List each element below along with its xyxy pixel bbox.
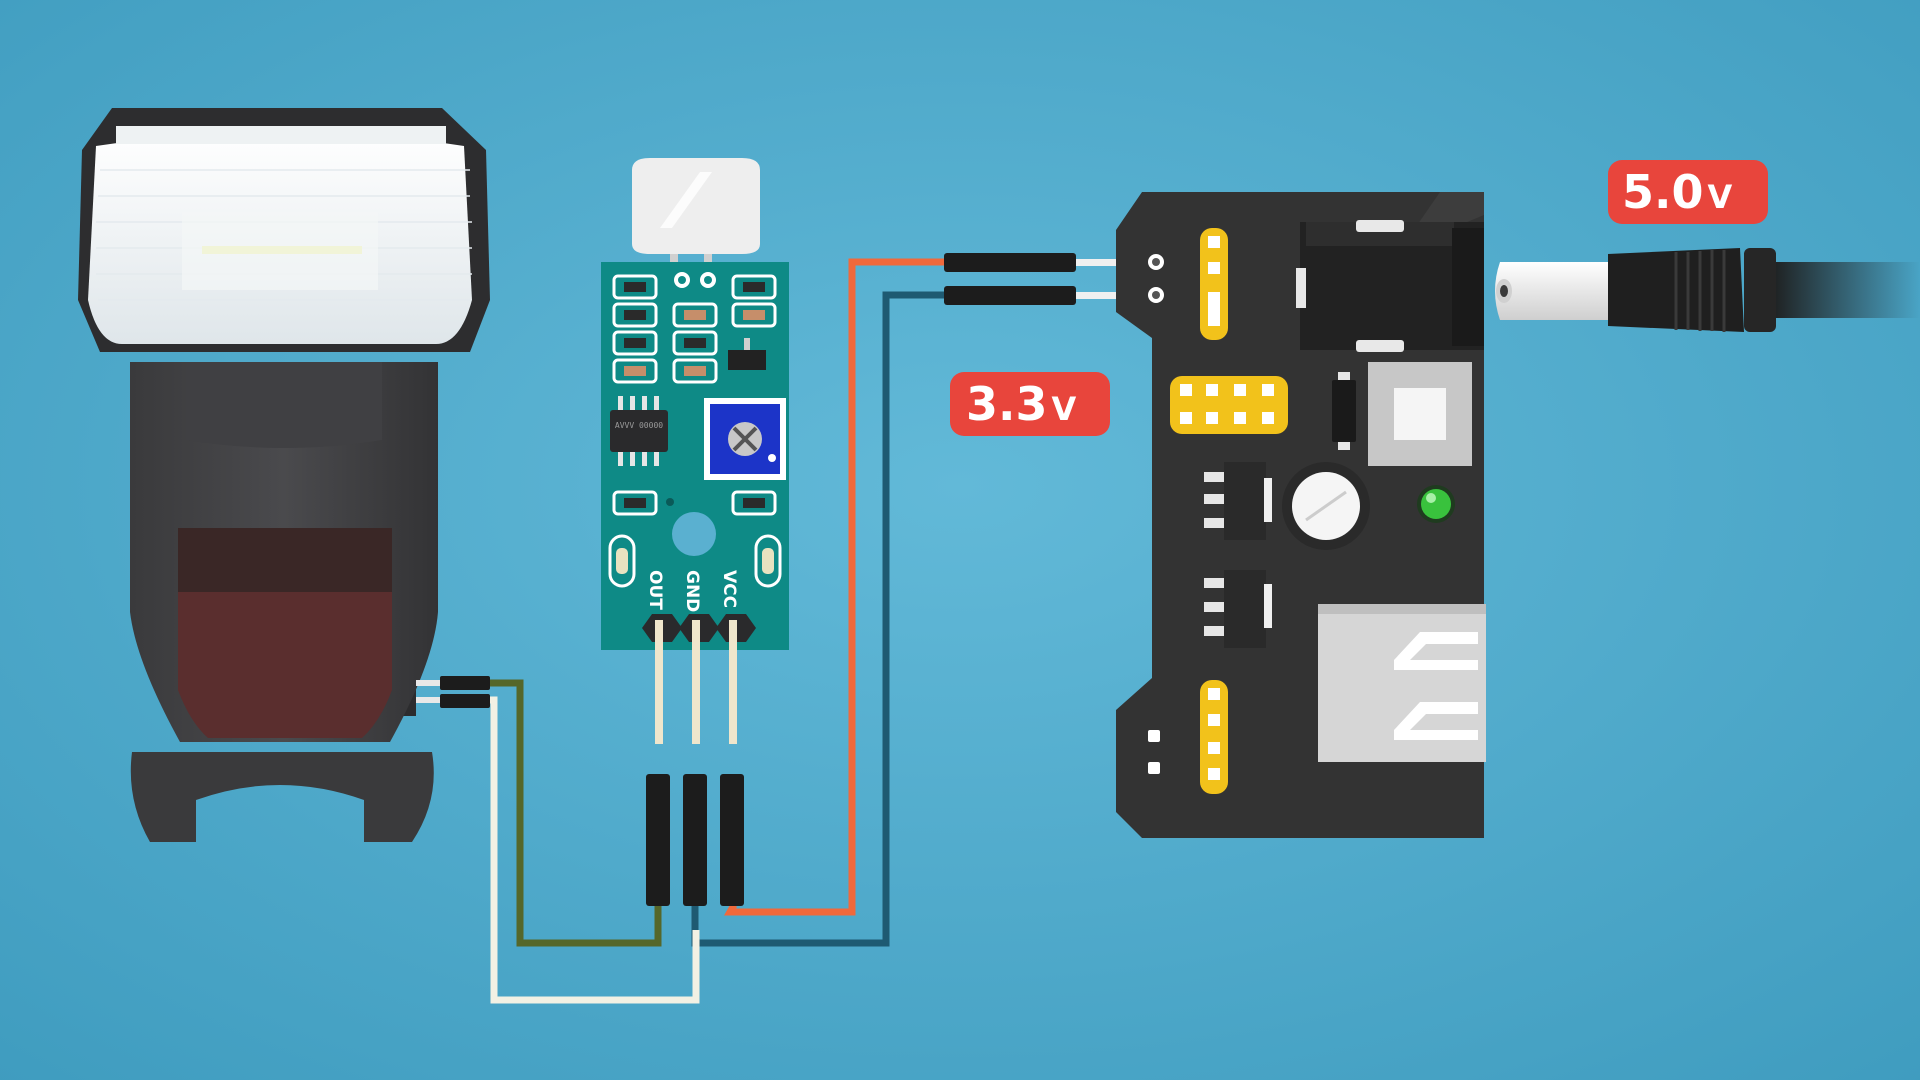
dc-plug-tip xyxy=(1495,262,1608,320)
breadboard-power-supply-icon xyxy=(1116,192,1486,838)
sound-sensor-module-icon: AVVV 00000 OUT GND VCC xyxy=(601,158,789,906)
power-header-bottom xyxy=(1200,680,1228,794)
flash-wire-plugs xyxy=(416,676,490,708)
camera-flash-icon xyxy=(78,108,490,842)
mounting-hole xyxy=(672,512,716,556)
sensor-header-pins xyxy=(642,614,756,744)
usb-port xyxy=(1318,604,1486,762)
wire-signal xyxy=(488,679,662,947)
potentiometer-icon xyxy=(704,398,786,480)
power-header-top xyxy=(1200,228,1228,340)
ic-marking: AVVV 00000 xyxy=(615,421,663,430)
pin-label-out: OUT xyxy=(645,570,665,610)
wire-trigger xyxy=(488,696,700,1004)
wire-vcc xyxy=(723,258,945,916)
sensor-ic-chip: AVVV 00000 xyxy=(610,396,668,466)
pin-label-vcc: VCC xyxy=(719,570,739,608)
sensor-leds xyxy=(608,534,782,588)
power-led-icon xyxy=(1421,489,1451,519)
dc-cable xyxy=(1770,262,1920,318)
wires xyxy=(488,258,945,1004)
power-header-middle xyxy=(1170,376,1288,434)
usb-power-switch xyxy=(1368,362,1472,466)
dc-barrel-plug-icon xyxy=(1495,248,1920,332)
power-switch-button xyxy=(1282,462,1370,550)
dc-jack xyxy=(1296,220,1484,352)
voltage-regulators xyxy=(1204,462,1272,648)
sensor-jumper-plugs xyxy=(646,774,744,906)
pin-label-gnd: GND xyxy=(682,570,702,612)
flash-foot xyxy=(130,752,434,842)
